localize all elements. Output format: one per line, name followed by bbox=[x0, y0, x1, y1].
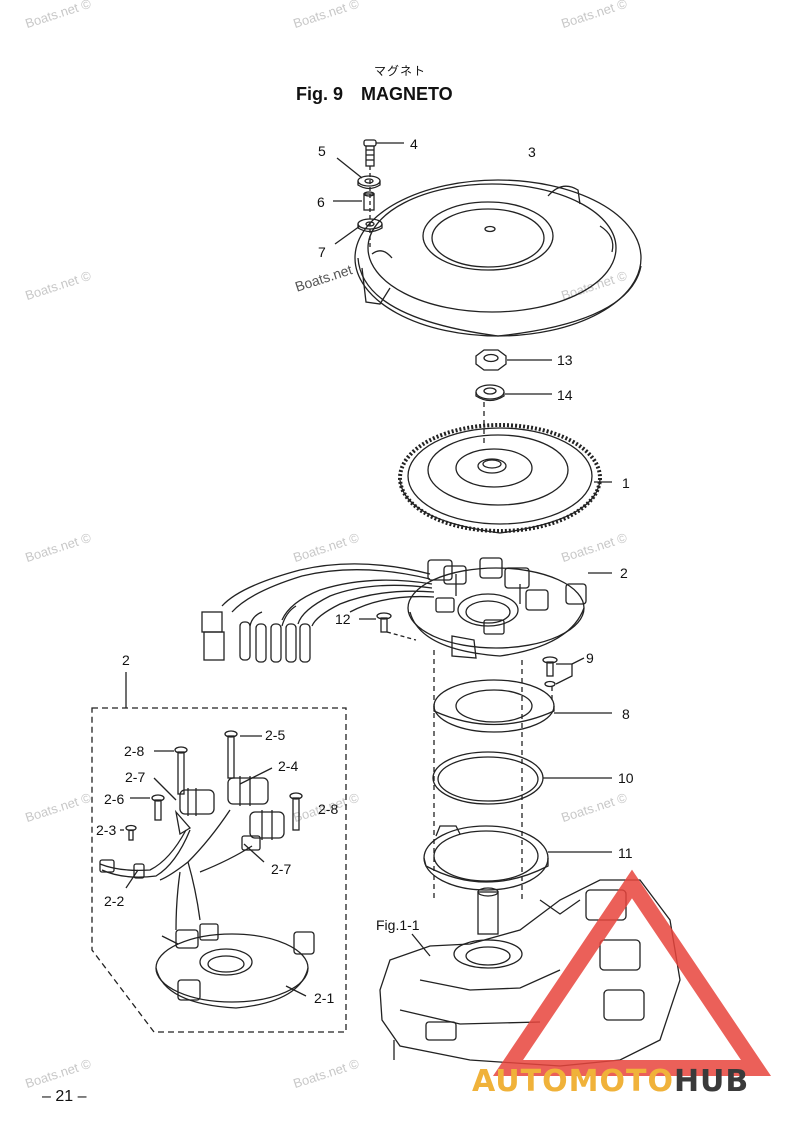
part-label-8: 8 bbox=[622, 706, 630, 722]
collar-6 bbox=[363, 191, 375, 211]
fig-reference-label: Fig.1-1 bbox=[376, 917, 420, 933]
part-label-14: 14 bbox=[557, 387, 573, 403]
part-label-2-7-lower: 2-7 bbox=[271, 861, 292, 877]
figure-name: MAGNETO bbox=[361, 84, 453, 104]
base-plate-8 bbox=[433, 679, 555, 733]
engine-block bbox=[379, 879, 681, 1067]
part-label-2-8-right: 2-8 bbox=[318, 801, 339, 817]
figure-title: Fig. 9 MAGNETO bbox=[296, 84, 471, 105]
o-ring-10 bbox=[432, 751, 544, 805]
part-label-2-detail: 2 bbox=[122, 652, 130, 668]
part-label-2-6: 2-6 bbox=[104, 791, 125, 807]
part-label-2-1: 2-1 bbox=[314, 990, 335, 1006]
part-label-2-7: 2-7 bbox=[125, 769, 146, 785]
part-label-13: 13 bbox=[557, 352, 573, 368]
part-label-2-3: 2-3 bbox=[96, 822, 117, 838]
stator-detail-parts bbox=[99, 730, 315, 1009]
part-label-2-5: 2-5 bbox=[265, 727, 286, 743]
part-label-7: 7 bbox=[318, 244, 326, 260]
nut-13 bbox=[475, 349, 507, 371]
title-japanese: マグネト bbox=[373, 64, 426, 78]
page-number: – 21 – bbox=[42, 1088, 87, 1105]
screw-9 bbox=[542, 656, 558, 688]
part-label-1: 1 bbox=[622, 475, 630, 491]
washer-5 bbox=[357, 175, 381, 190]
stator-assembly bbox=[407, 557, 587, 659]
flywheel-cover bbox=[354, 179, 642, 337]
part-label-3: 3 bbox=[528, 144, 536, 160]
part-label-6: 6 bbox=[317, 194, 325, 210]
part-label-4: 4 bbox=[410, 136, 418, 152]
part-label-10: 10 bbox=[618, 770, 634, 786]
figure-number: Fig. 9 bbox=[296, 84, 344, 104]
bolt-4 bbox=[363, 139, 377, 167]
flywheel bbox=[398, 423, 602, 534]
part-label-11: 11 bbox=[618, 845, 633, 861]
part-label-2-4: 2-4 bbox=[278, 758, 299, 774]
part-label-2: 2 bbox=[620, 565, 628, 581]
part-label-5: 5 bbox=[318, 143, 326, 159]
part-label-2-8: 2-8 bbox=[124, 743, 145, 759]
logo-triangle bbox=[492, 869, 772, 1076]
wire-harness bbox=[201, 563, 435, 663]
logo-text-automoto: AUTOMOTO bbox=[472, 1064, 674, 1099]
part-label-9: 9 bbox=[586, 650, 594, 666]
stator-detail-box bbox=[91, 672, 347, 1033]
screw-12 bbox=[376, 612, 392, 633]
site-logo: AUTOMOTOHUB bbox=[472, 1064, 749, 1099]
logo-text-hub: HUB bbox=[673, 1064, 750, 1099]
washer-14 bbox=[475, 384, 505, 402]
base-11 bbox=[423, 825, 549, 891]
part-label-2-2: 2-2 bbox=[104, 893, 125, 909]
part-label-12: 12 bbox=[335, 611, 351, 627]
alignment-lines bbox=[433, 402, 553, 900]
